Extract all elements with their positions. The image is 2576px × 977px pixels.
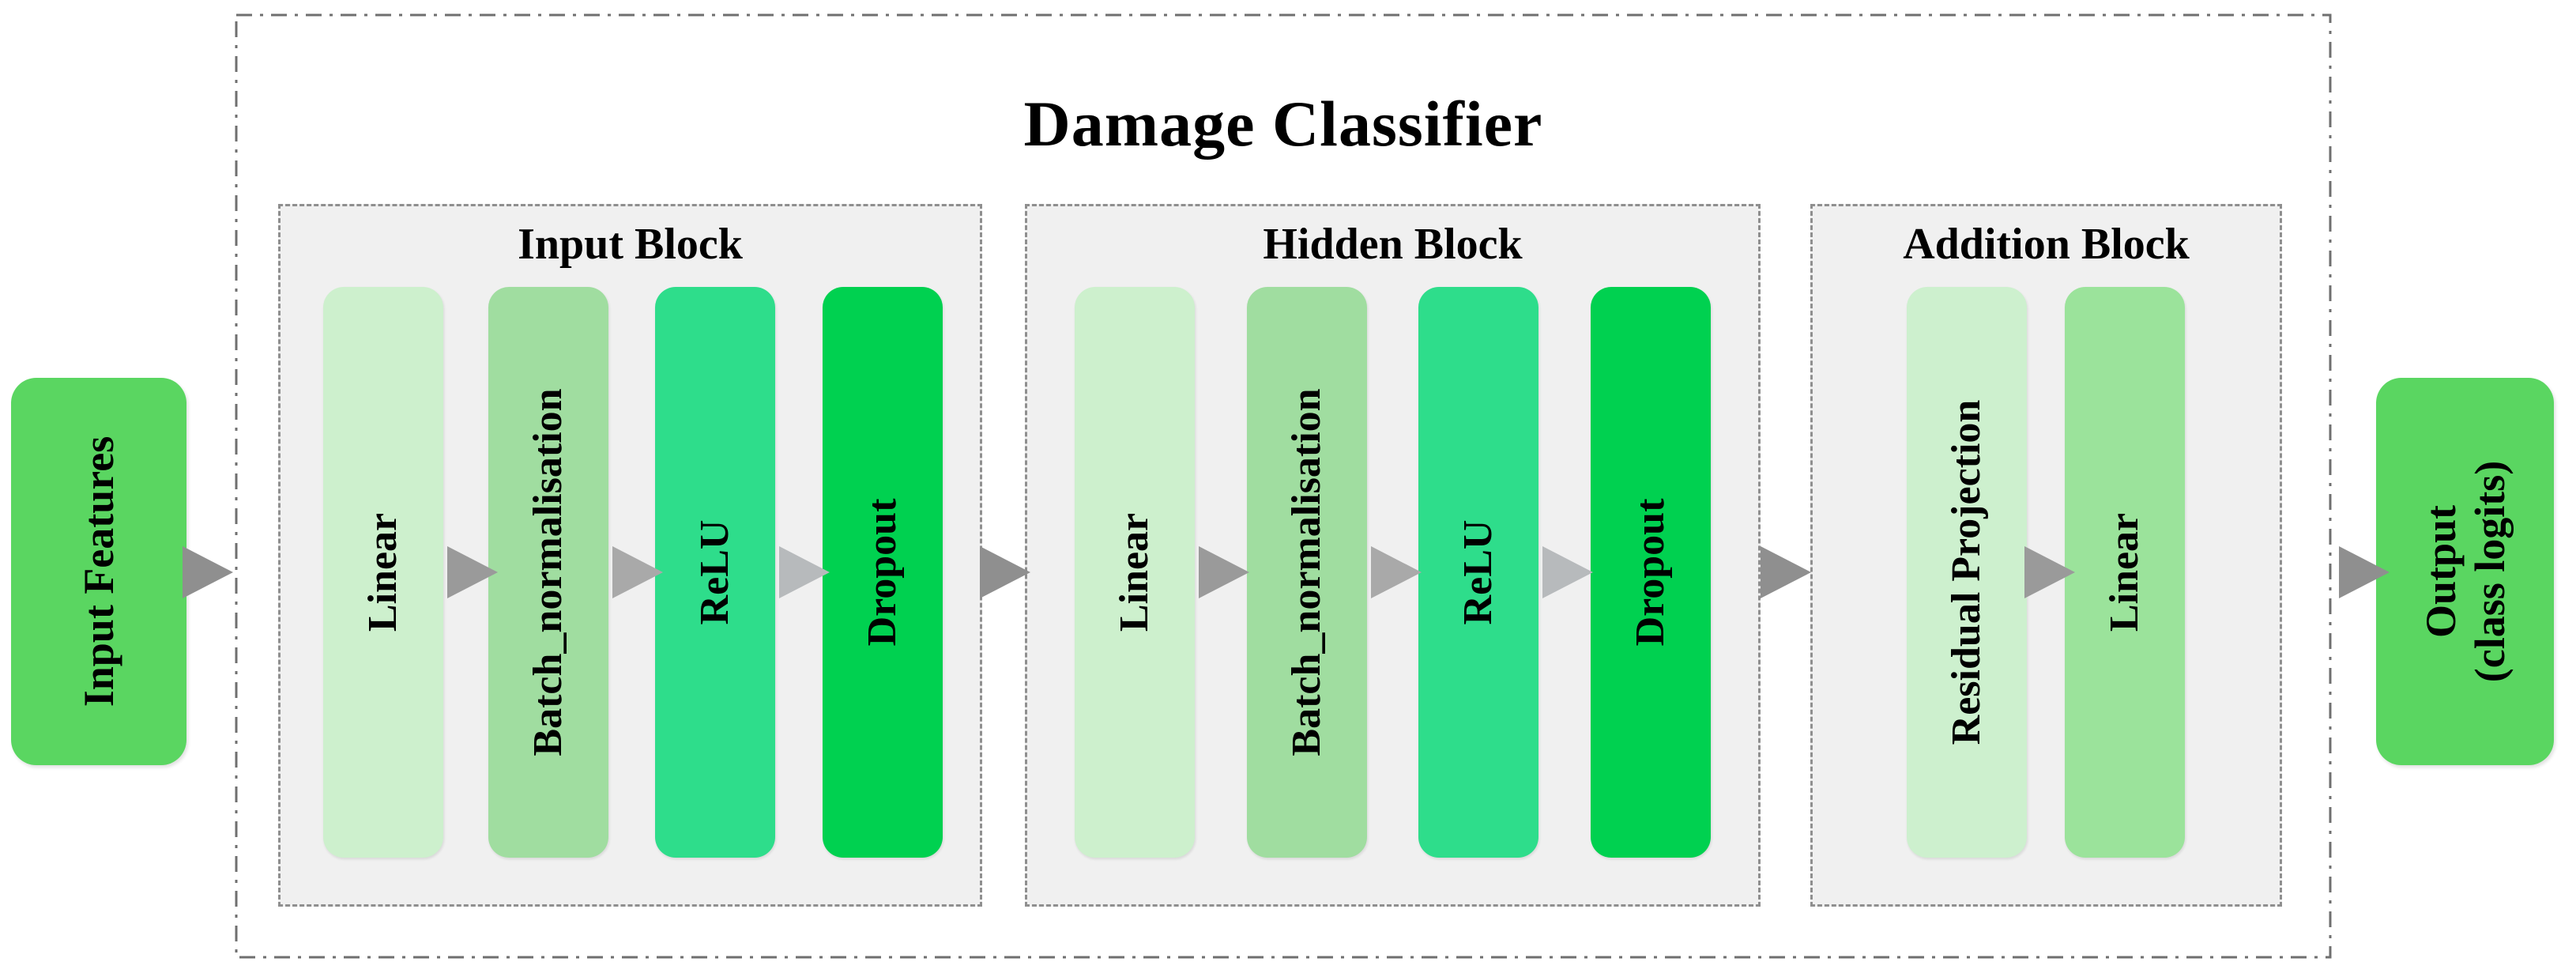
flow-arrow-icon	[1542, 546, 1593, 598]
layer-pillar-dropout: Dropout	[1591, 287, 1711, 858]
output-label-line2: (class logits)	[2465, 460, 2514, 683]
flow-arrow-icon	[1199, 546, 1249, 598]
layer-label: Linear	[1112, 512, 1158, 632]
diagram-title: Damage Classifier	[1023, 88, 1543, 160]
layer-label: Batch_normalisation	[1284, 388, 1330, 756]
layer-pillar-relu: ReLU	[655, 287, 775, 858]
layer-label: Dropout	[860, 498, 906, 647]
flow-arrow-icon	[1371, 546, 1422, 598]
layer-pillar-linear: Linear	[323, 287, 443, 858]
flow-arrow-icon	[447, 546, 498, 598]
flow-arrow-icon	[2339, 546, 2390, 598]
layer-label: Batch_normalisation	[525, 388, 571, 756]
layer-label: ReLU	[1456, 519, 1501, 625]
flow-arrow-icon	[612, 546, 663, 598]
output-label: Output (class logits)	[2416, 461, 2514, 682]
layer-pillar-batch-normalisation: Batch_normalisation	[1247, 287, 1367, 858]
flow-arrow-icon	[183, 546, 233, 598]
output-label-line1: Output	[2416, 504, 2465, 639]
input-features-label: Input Features	[74, 436, 122, 707]
output-node: Output (class logits)	[2376, 378, 2554, 765]
flow-arrow-icon	[980, 546, 1030, 598]
layer-pillar-relu: ReLU	[1418, 287, 1538, 858]
layer-label: Dropout	[1628, 498, 1674, 647]
layer-label: Linear	[2102, 512, 2148, 632]
flow-arrow-icon	[779, 546, 830, 598]
flow-arrow-icon	[2024, 546, 2075, 598]
layer-pillar-dropout: Dropout	[823, 287, 943, 858]
layer-pillar-batch-normalisation: Batch_normalisation	[488, 287, 608, 858]
layer-label: Residual Projection	[1944, 399, 1990, 745]
hidden-block-title: Hidden Block	[1263, 220, 1523, 269]
input-block-title: Input Block	[518, 220, 743, 269]
addition-block-title: Addition Block	[1903, 220, 2190, 269]
layer-label: ReLU	[692, 519, 738, 625]
layer-pillar-residual-projection: Residual Projection	[1907, 287, 2027, 858]
layer-pillar-linear: Linear	[1075, 287, 1195, 858]
input-features-node: Input Features	[11, 378, 186, 765]
layer-label: Linear	[360, 512, 406, 632]
flow-arrow-icon	[1761, 546, 1811, 598]
layer-pillar-linear: Linear	[2065, 287, 2185, 858]
